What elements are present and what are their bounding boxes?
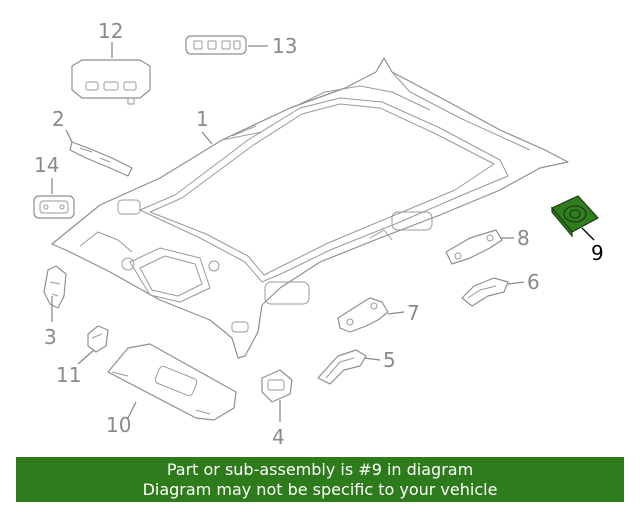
bracket-part-3 [43,265,67,309]
bracket-part-7 [337,297,389,333]
pad-part-9-highlighted[interactable] [551,195,599,238]
callout-8: 8 [517,226,530,250]
callout-14: 14 [34,153,59,177]
sun-visor-part-10 [107,343,237,421]
callout-3: 3 [44,325,57,349]
callout-7: 7 [407,301,420,325]
callout-1: 1 [196,107,209,131]
callout-11: 11 [56,363,81,387]
callout-10: 10 [106,413,131,437]
clip-part-11 [87,325,109,353]
grab-handle-part-6 [461,277,509,307]
callout-12: 12 [98,19,123,43]
callout-numbers: 1 2 3 4 5 6 7 8 9 10 11 12 13 14 [34,19,604,449]
parts-diagram: 1 2 3 4 5 6 7 8 9 10 11 12 13 14 [33,19,604,449]
callout-4: 4 [272,425,285,449]
lamp-part-14 [33,195,75,219]
trim-strip-part-2 [69,141,133,177]
lamp-part-13 [185,35,247,55]
headliner-part-1 [51,57,569,359]
callout-2: 2 [52,107,65,131]
banner-line-1: Part or sub-assembly is #9 in diagram [166,460,474,479]
banner-line-2: Diagram may not be specific to your vehi… [142,480,498,499]
overhead-console-part-12 [71,59,151,105]
grab-handle-part-5 [317,349,367,385]
part-info-banner: Part or sub-assembly is #9 in diagram Di… [16,457,624,502]
callout-6: 6 [527,270,540,294]
bracket-part-8 [445,229,503,265]
leader-lines [51,42,595,422]
callout-13: 13 [272,34,297,58]
callout-5: 5 [383,348,396,372]
callout-9[interactable]: 9 [591,241,604,265]
light-part-4 [261,369,293,403]
